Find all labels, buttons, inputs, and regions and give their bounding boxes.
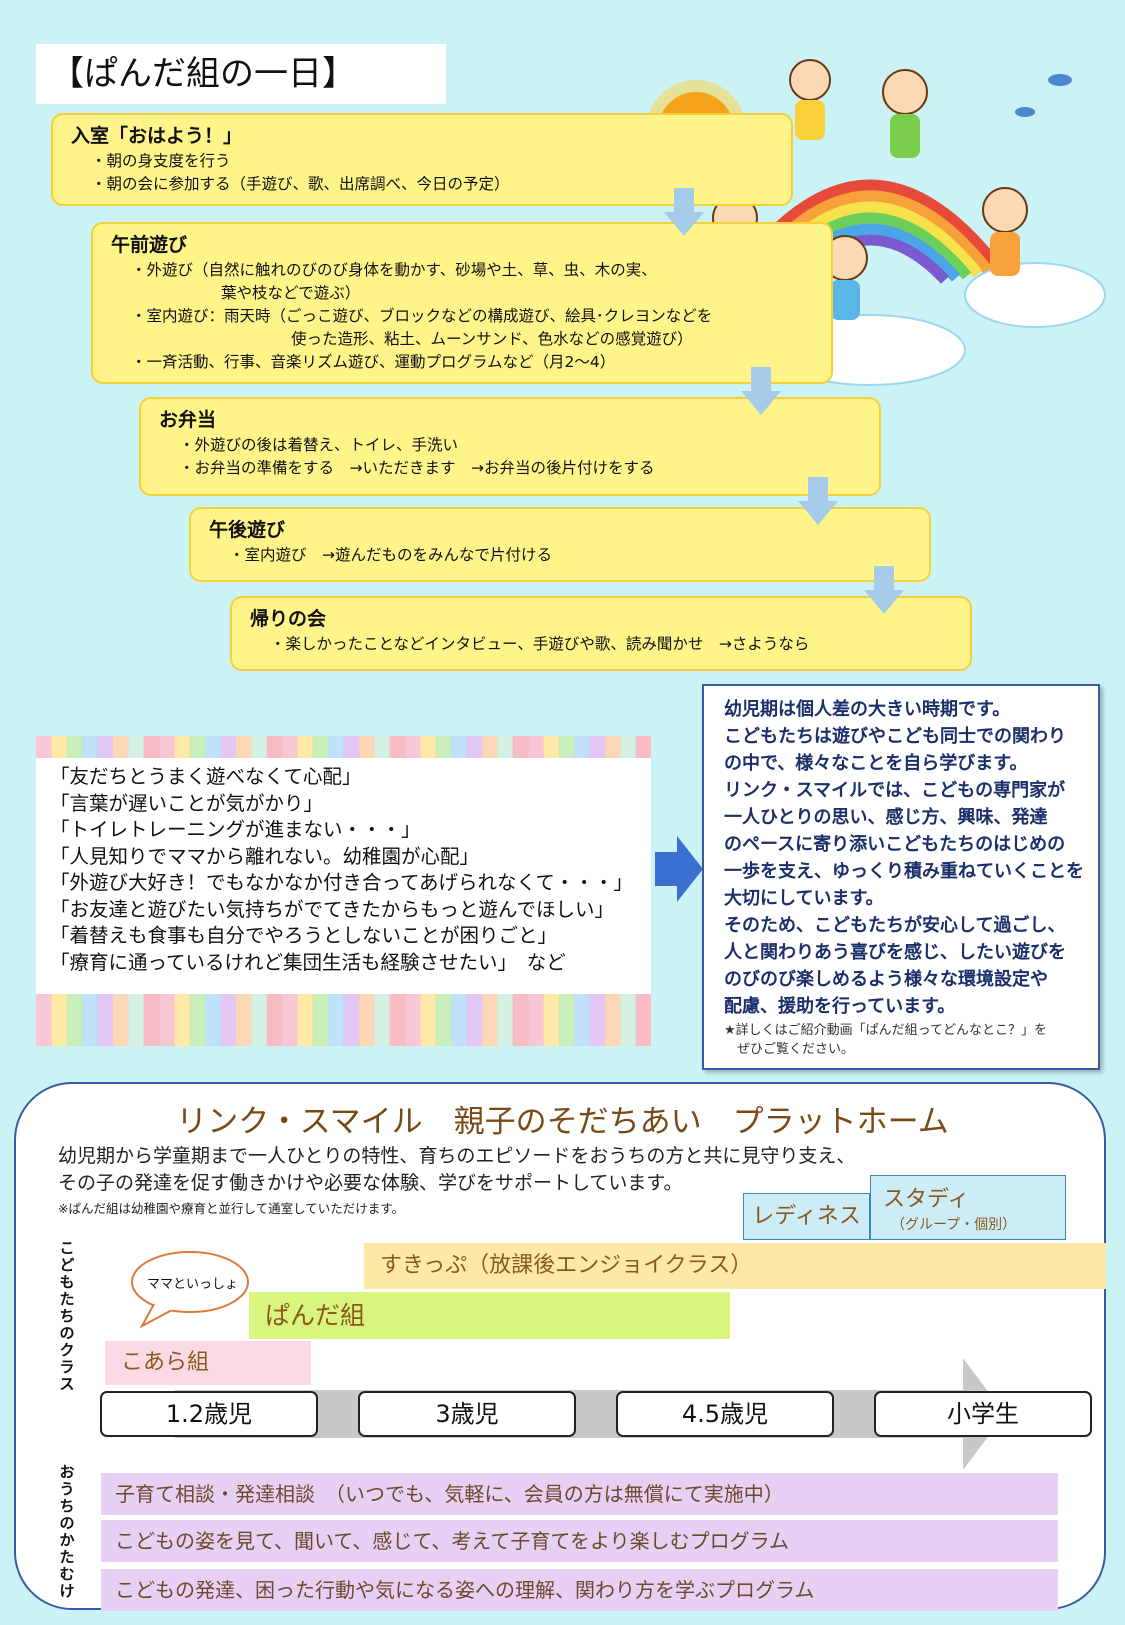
- schedule-lunch: お弁当・外遊びの後は着替え、トイレ、手洗い・お弁当の準備をする →いただきます …: [139, 397, 881, 496]
- decorative-stripe-top: [36, 736, 651, 758]
- description-line: リンク・スマイルでは、こどもの専門家が: [724, 780, 1066, 801]
- schedule-line: ・外遊び（自然に触れのびのび身体を動かす、砂場や土、草、虫、木の実、: [131, 261, 657, 279]
- schedule-line: ・室内遊び →遊んだものをみんなで片付ける: [229, 546, 552, 564]
- schedule-goodbye: 帰りの会・楽しかったことなどインタビュー、手遊びや歌、読み聞かせ →さようなら: [230, 596, 972, 671]
- schedule-heading: 午後遊び: [209, 519, 286, 541]
- worry-item: 「お友達と遊びたい気持ちがでてきたからもっと遊んでほしい」: [50, 897, 614, 921]
- description-line: 一人ひとりの思い、感じ方、興味、発達: [724, 807, 1048, 828]
- parent-program-consult: 子育て相談・発達相談 （いつでも、気軽に、会員の方は無償にて実施中）: [101, 1473, 1058, 1515]
- description-line: のペースに寄り添いこどもたちのはじめの: [724, 834, 1066, 855]
- class-bar-koala: こあら組: [105, 1341, 311, 1385]
- description-line: 一歩を支え、ゆっくり積み重ねていくことを: [724, 861, 1084, 882]
- description-line: 人と関わりあう喜びを感じ、したい遊びを: [724, 942, 1066, 963]
- study-box: スタディ （グループ・個別）: [870, 1175, 1066, 1240]
- parent-program-learn: こどもの発達、困った行動や気になる姿への理解、関わり方を学ぶプログラム: [101, 1569, 1058, 1611]
- readiness-label: レディネス: [743, 1193, 870, 1240]
- platform-note: ※ぱんだ組は幼稚園や療育と並行して通室していただけます。: [58, 1201, 404, 1216]
- parent-program-enjoy: こどもの姿を見て、聞いて、感じて、考えて子育てをより楽しむプログラム: [101, 1520, 1058, 1562]
- bird-icon: [1015, 74, 1072, 117]
- schedule-heading: お弁当: [159, 409, 217, 431]
- arrow-down-icon: [864, 566, 904, 614]
- worry-item: 「外遊び大好き！でもなかなか付き合ってあげられなくて・・・」: [50, 871, 633, 894]
- class-bar-panda: ぱんだ組: [249, 1292, 730, 1339]
- description-note: ★詳しくはご紹介動画「ぱんだ組ってどんなとこ？」を: [724, 1023, 1048, 1038]
- worries-box: 「友だちとうまく遊べなくて心配」「言葉が遅いことが気がかり」「トイレトレーニング…: [36, 736, 651, 1046]
- description-line: 配慮、援助を行っています。: [724, 996, 956, 1017]
- schedule-line: ・一斉活動、行事、音楽リズム遊び、運動プログラムなど（月2〜4）: [131, 353, 616, 371]
- worry-item: 「トイレトレーニングが進まない・・・」: [50, 818, 421, 841]
- age-box-3: 3歳児: [358, 1391, 576, 1437]
- description-line: の中で、様々なことを自ら学びます。: [724, 753, 1028, 774]
- platform-description-2: その子の発達を促す働きかけや必要な体験、学びをサポートしています。: [58, 1172, 683, 1194]
- arrow-down-icon: [798, 477, 838, 525]
- age-box-1-2: 1.2歳児: [100, 1391, 318, 1437]
- arrow-down-icon: [664, 188, 704, 236]
- schedule-heading: 午前遊び: [111, 234, 188, 256]
- age-box-elementary: 小学生: [874, 1391, 1092, 1437]
- worry-item: 「言葉が遅いことが気がかり」: [50, 791, 324, 815]
- speech-bubble-text: ママといっしょ: [146, 1277, 238, 1292]
- children-class-label: こどもたちのクラス: [59, 1239, 75, 1393]
- schedule-line: ・お弁当の準備をする →いただきます →お弁当の後片付けをする: [179, 459, 655, 477]
- schedule-arrival: 入室「おはよう！」・朝の身支度を行う・朝の会に参加する（手遊び、歌、出席調べ、今…: [51, 113, 793, 206]
- description-line: のびのび楽しめるよう様々な環境設定や: [724, 969, 1048, 990]
- decorative-stripe-bottom: [36, 994, 651, 1046]
- description-line: 大切にしています。: [724, 888, 884, 909]
- schedule-line: ・室内遊び：雨天時（ごっこ遊び、ブロックなどの構成遊び、絵具･クレヨンなどを: [131, 307, 713, 325]
- study-label: スタディ: [883, 1187, 970, 1212]
- timeline-arrow: [175, 1358, 1005, 1470]
- schedule-heading: 帰りの会: [250, 608, 327, 630]
- age-box-4-5: 4.5歳児: [616, 1391, 834, 1437]
- worries-list: 「友だちとうまく遊べなくて心配」「言葉が遅いことが気がかり」「トイレトレーニング…: [50, 764, 633, 976]
- schedule-line: ・外遊びの後は着替え、トイレ、手洗い: [179, 436, 459, 454]
- description-line: 幼児期は個人差の大きい時期です。: [724, 699, 1011, 720]
- description-box: 幼児期は個人差の大きい時期です。こどもたちは遊びやこども同士での関わりの中で、様…: [702, 684, 1100, 1070]
- worry-item: 「着替えも食事も自分でやろうとしないことが困りごと」: [50, 924, 558, 947]
- arrow-right-icon: [655, 836, 703, 902]
- home-direction-label: おうちのかたむけ: [59, 1463, 75, 1600]
- schedule-line: ・楽しかったことなどインタビュー、手遊びや歌、読み聞かせ →さようなら: [270, 635, 810, 653]
- class-bar-sukippu: すきっぷ（放課後エンジョイクラス）: [364, 1243, 1106, 1289]
- schedule-heading: 入室「おはよう！」: [71, 125, 243, 147]
- description-line: そのため、こどもたちが安心して過ごし、: [724, 915, 1066, 936]
- schedule-afternoon-play: 午後遊び・室内遊び →遊んだものをみんなで片付ける: [189, 507, 931, 582]
- schedule-line: 葉や枝などで遊ぶ）: [221, 284, 361, 302]
- schedule-line: ・朝の会に参加する（手遊び、歌、出席調べ、今日の予定）: [91, 175, 510, 193]
- worry-item: 「療育に通っているけれど集団生活も経験させたい」 など: [50, 950, 566, 974]
- description-note: ぜひご覧ください。: [724, 1042, 855, 1057]
- description-line: こどもたちは遊びやこども同士での関わり: [724, 726, 1066, 747]
- schedule-line: 使った造形、粘土、ムーンサンド、色水などの感覚遊び）: [291, 330, 693, 348]
- schedule-line: ・朝の身支度を行う: [91, 152, 231, 170]
- worry-item: 「人見知りでママから離れない。幼稚園が心配」: [50, 844, 480, 868]
- platform-title: リンク・スマイル 親子のそだちあい プラットホーム: [176, 1104, 949, 1140]
- worry-item: 「友だちとうまく遊べなくて心配」: [50, 765, 362, 788]
- speech-bubble-icon: [131, 1251, 249, 1329]
- page-title: 【ぱんだ組の一日】: [36, 44, 446, 104]
- schedule-morning-play: 午前遊び・外遊び（自然に触れのびのび身体を動かす、砂場や土、草、虫、木の実、葉や…: [91, 222, 833, 384]
- study-sublabel: （グループ・個別）: [891, 1217, 1017, 1233]
- arrow-down-icon: [741, 367, 781, 415]
- platform-description-1: 幼児期から学童期まで一人ひとりの特性、育ちのエピソードをおうちの方と共に見守り支…: [58, 1145, 856, 1167]
